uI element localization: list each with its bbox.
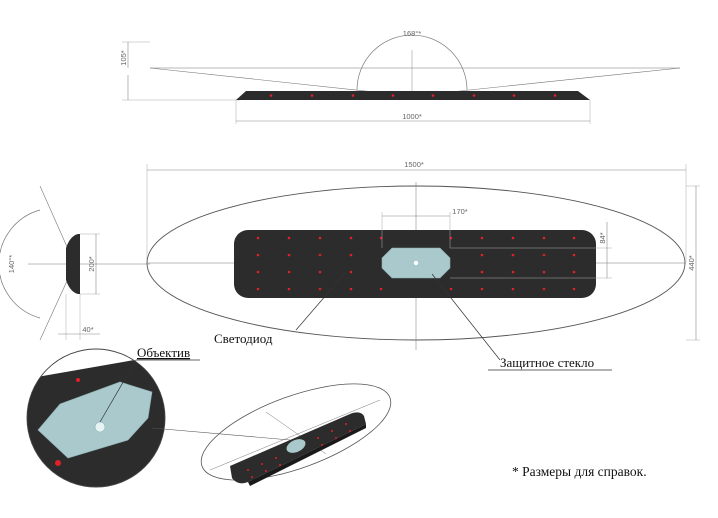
- end-depth-dimension: 40*: [82, 325, 93, 334]
- reference-note: * Размеры для справок.: [512, 464, 647, 479]
- end-view: 140°* 200* 40*: [0, 185, 150, 341]
- side-length-dimension: 1000*: [402, 112, 422, 121]
- protective-glass-label: Защитное стекло: [500, 355, 594, 370]
- side-lamp-body: [236, 91, 590, 100]
- side-height-dimension: 105*: [119, 50, 128, 66]
- isometric-protective-glass: [286, 439, 306, 453]
- isometric-light-ellipse: [200, 383, 392, 481]
- zoom-protective-glass: [37, 381, 153, 459]
- side-angle-dimension: 168°*: [403, 29, 422, 38]
- end-angle-dimension: 140°*: [7, 255, 16, 274]
- plan-led-dots: [256, 236, 576, 291]
- lens-label: Объектив: [137, 345, 190, 360]
- isometric-view: [26, 348, 392, 488]
- led-label: Светодиод: [214, 331, 273, 346]
- side-led-dots: [269, 94, 557, 97]
- plan-length-dimension: 1500*: [404, 160, 424, 169]
- isometric-led-dots: [247, 423, 351, 478]
- end-height-dimension: 200*: [87, 256, 96, 272]
- zoom-lens-circle: [26, 348, 166, 488]
- plan-glass-width-dimension: 170*: [452, 207, 468, 216]
- side-view: 105* 168°* 1000*: [119, 29, 681, 124]
- end-lamp-body: [66, 234, 80, 294]
- plan-glass-height-dimension: 84*: [598, 232, 607, 243]
- plan-view: 1500* 440* 170*: [146, 160, 700, 371]
- plan-height-dimension: 440*: [687, 255, 696, 271]
